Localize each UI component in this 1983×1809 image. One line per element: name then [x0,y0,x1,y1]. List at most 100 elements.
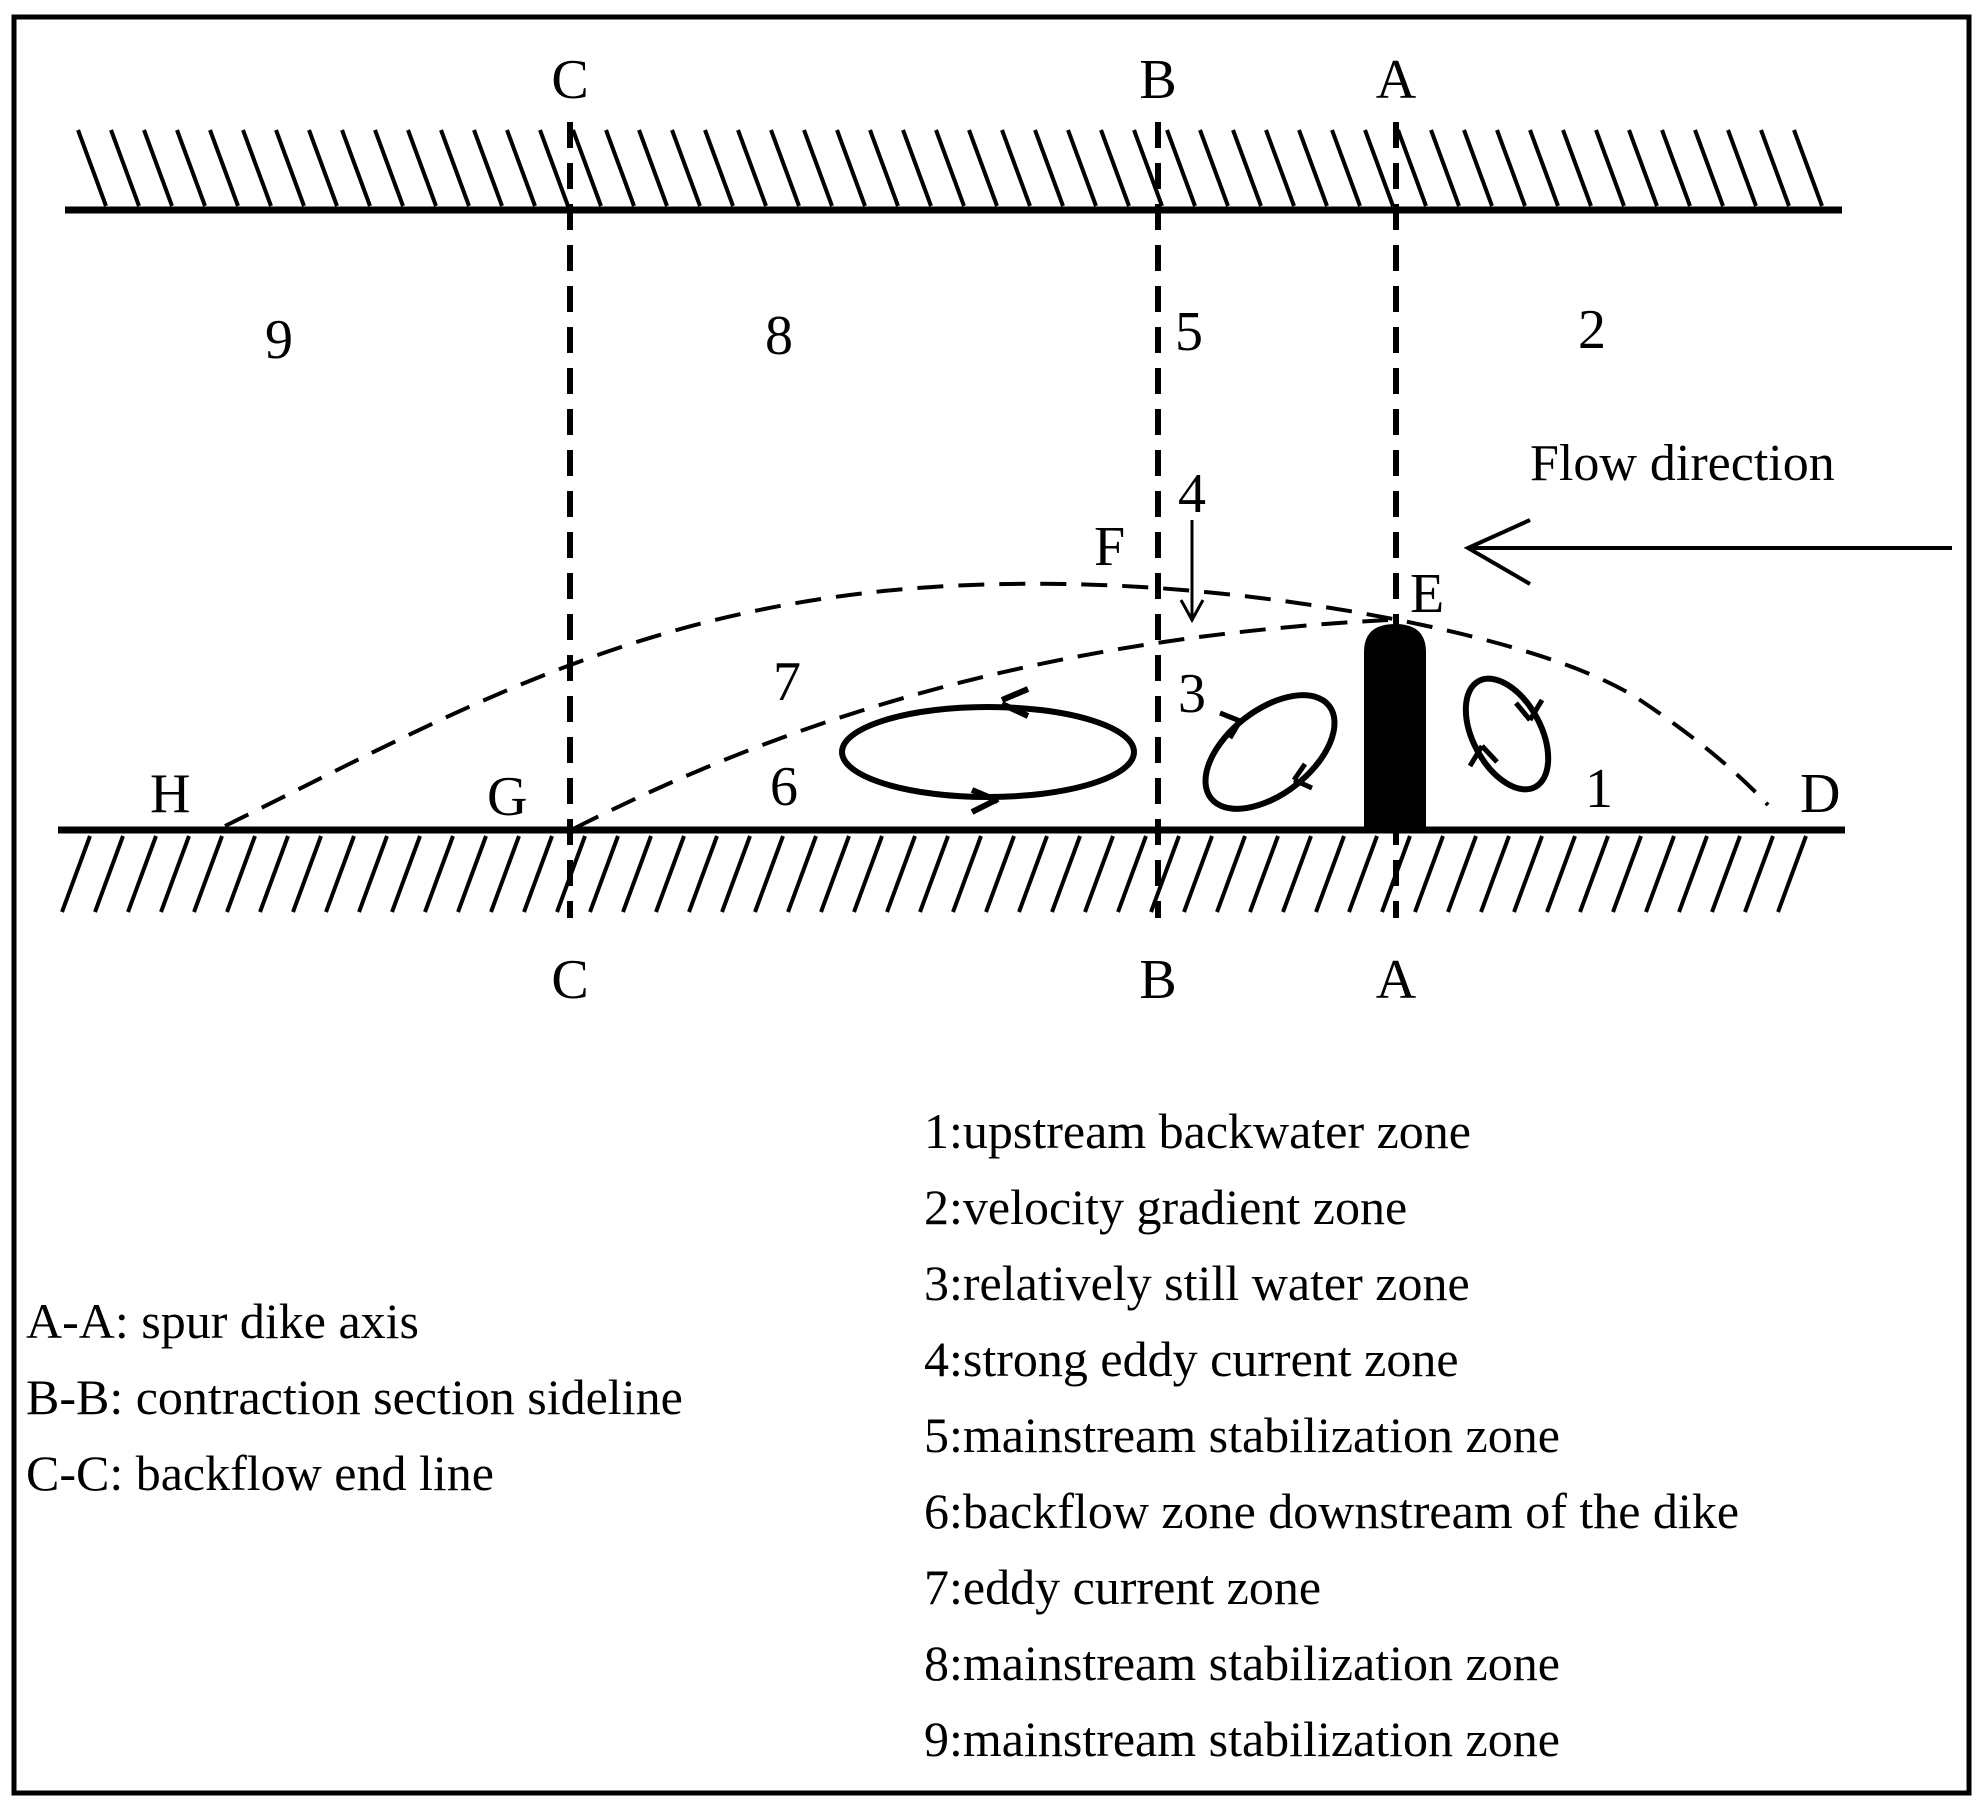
hatch-line [1198,129,1230,207]
hatch-line [1347,835,1379,913]
zone-6: 6 [770,756,798,818]
hatch-line [901,129,933,207]
hatch-line [439,129,471,207]
hatch-line [1116,835,1148,913]
hatch-line [951,835,983,913]
hatch-line [1578,835,1610,913]
hatch-line [291,835,323,913]
point-g: G [487,766,527,828]
hatch-line [687,835,719,913]
zone-9: 9 [265,309,293,371]
hatch-line [307,129,339,207]
hatch-line [159,835,191,913]
hatch-line [1000,129,1032,207]
hatch-line [489,835,521,913]
hatch-line [1776,835,1808,913]
hatch-line [1264,129,1296,207]
hatch-line [670,129,702,207]
hatch-line [225,835,257,913]
bottom-bank [58,826,1845,913]
hatch-line [1462,129,1494,207]
label-c-bottom: C [551,949,588,1011]
hatch-line [1528,129,1560,207]
legend-item: 6:backflow zone downstream of the dike [924,1483,1739,1539]
hatch-line [802,129,834,207]
hatch-line [1413,835,1445,913]
hatch-line [1594,129,1626,207]
hatch-line [60,835,92,913]
hatch-line [373,129,405,207]
hatch-line [274,129,306,207]
legend-item: 2:velocity gradient zone [924,1179,1407,1235]
legend-sections: A-A: spur dike axis B-B: contraction sec… [26,1293,683,1501]
eddy-large [839,686,1137,815]
hatch-line [852,835,884,913]
hatch-line [1231,129,1263,207]
hatch-line [1099,129,1131,207]
hatch-line [340,129,372,207]
hatch-line [703,129,735,207]
hatch-line [1066,129,1098,207]
legend-item: 7:eddy current zone [924,1559,1321,1615]
outer-boundary-curve [224,581,1770,828]
legend-section-item: C-C: backflow end line [26,1445,494,1501]
point-f: F [1094,516,1125,578]
legend-item: 8:mainstream stabilization zone [924,1635,1560,1691]
hatch-line [654,835,686,913]
hatch-line [1033,129,1065,207]
label-c-top: C [551,49,588,111]
hatch-line [1215,835,1247,913]
hatch-line [1050,835,1082,913]
hatch-line [1545,835,1577,913]
hatch-line [1677,835,1709,913]
hatch-line [1132,129,1164,207]
eddy-middle [1202,692,1338,812]
hatch-line [522,835,554,913]
legend-item: 3:relatively still water zone [924,1255,1470,1311]
hatch-line [1281,835,1313,913]
hatch-line [1083,835,1115,913]
label-a-bottom: A [1376,949,1417,1011]
hatch-line [1759,129,1791,207]
hatch-line [934,129,966,207]
hatch-line [1182,835,1214,913]
spur-dike [1364,624,1426,830]
hatch-line [390,835,422,913]
hatch-line [93,835,125,913]
hatch-line [835,129,867,207]
hatch-line [1611,835,1643,913]
hatch-line [1248,835,1280,913]
hatch-line [1627,129,1659,207]
hatch-line [571,129,603,207]
top-bank [65,129,1842,214]
hatch-line [1693,129,1725,207]
legend-item: 9:mainstream stabilization zone [924,1711,1560,1767]
hatch-line [769,129,801,207]
hatch-line [357,835,389,913]
hatch-line [472,129,504,207]
label-b-bottom: B [1139,949,1176,1011]
hatch-line [456,835,488,913]
zone-1: 1 [1585,758,1613,820]
point-d: D [1800,763,1840,825]
hatch-line [1561,129,1593,207]
legend-item: 1:upstream backwater zone [924,1103,1471,1159]
flow-direction-label: Flow direction [1530,435,1835,492]
zone-2: 2 [1578,299,1606,361]
hatch-line [538,129,570,207]
zone-5: 5 [1175,301,1203,363]
hatch-line [604,129,636,207]
hatch-line [505,129,537,207]
hatch-line [109,129,141,207]
hatch-line [885,835,917,913]
inner-boundary-curve [574,618,1389,830]
hatch-line [324,835,356,913]
hatch-line [1017,835,1049,913]
hatch-line [918,835,950,913]
hatch-line [984,835,1016,913]
hatch-line [1743,835,1775,913]
hatch-line [1363,129,1395,207]
point-e: E [1410,563,1444,625]
hatch-line [1297,129,1329,207]
